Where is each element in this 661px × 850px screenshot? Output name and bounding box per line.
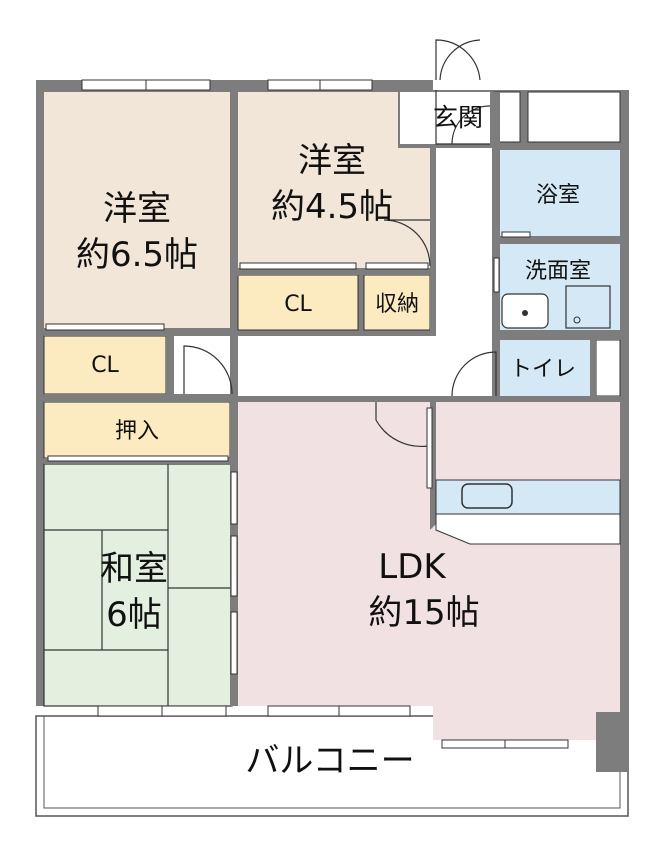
ldk-name: LDK [378, 547, 447, 587]
washitsu-name: 和室 [100, 549, 168, 589]
closet-b-floor [237, 274, 359, 331]
yoshitsu-b-name: 洋室 [298, 141, 366, 181]
closet-b-label: CL [284, 292, 312, 317]
door-swings [183, 39, 497, 448]
window-mullions [145, 80, 506, 748]
closet-a-floor [43, 335, 167, 395]
closet-door-marks [45, 231, 531, 462]
oshiire-floor [43, 401, 231, 459]
washing-machine [565, 285, 611, 329]
bath-floor [500, 150, 620, 236]
washer-drain [573, 316, 581, 324]
yoshitsu-a-size: 約6.5帖 [76, 235, 198, 275]
sink-drain [522, 310, 528, 316]
washitsu-size: 6帖 [106, 595, 162, 635]
yoshitsu-a-name: 洋室 [103, 189, 171, 229]
kitchen-back-panel [435, 513, 621, 545]
kitchen-sink [461, 483, 513, 509]
room-yoshitsu-b-floor [238, 92, 430, 268]
pipe-space [595, 339, 621, 397]
bath-label: 浴室 [536, 183, 580, 208]
entrance-floor [400, 92, 490, 144]
shoe-cabinet-b [527, 91, 621, 143]
balcony-label: バルコニー [245, 741, 414, 781]
oshiire-label: 押入 [115, 419, 159, 444]
sliding-doors [230, 257, 500, 675]
storage-label: 収納 [375, 292, 419, 317]
closet-a-label: CL [91, 353, 119, 378]
toilet-label: トイレ [510, 357, 576, 382]
toilet-floor [500, 340, 590, 396]
room-yoshitsu-a-floor [44, 92, 230, 328]
washroom-label: 洗面室 [525, 259, 591, 284]
ldk-size: 約15帖 [368, 593, 479, 633]
washitsu-floor [44, 464, 232, 706]
yoshitsu-b-size: 約4.5帖 [271, 187, 393, 227]
entrance-label: 玄関 [433, 103, 483, 132]
